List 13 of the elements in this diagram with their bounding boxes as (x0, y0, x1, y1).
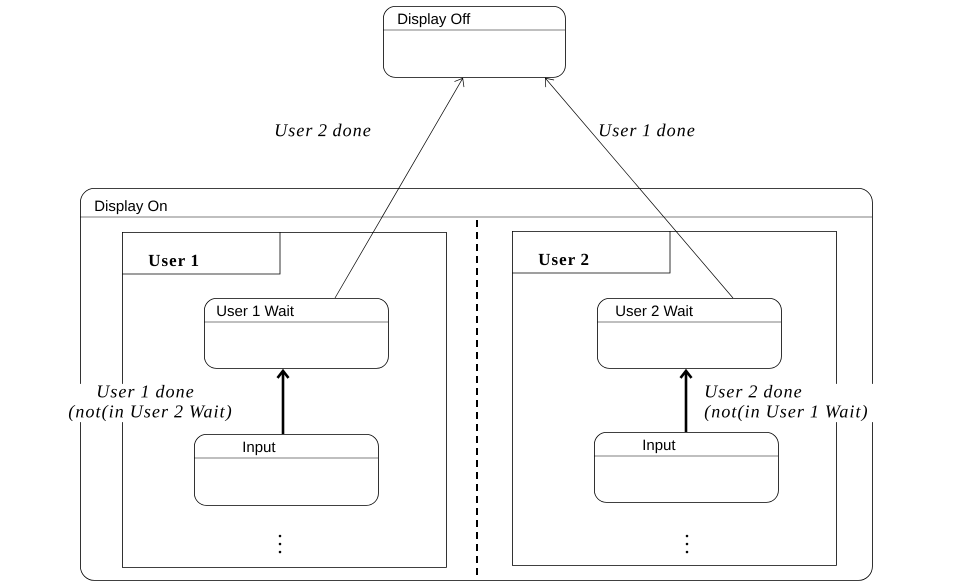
edge-label: User 2 done (not(in User 1 Wait) (703, 384, 886, 422)
state-box: User 1 Wait (204, 298, 389, 369)
arrow (276, 368, 290, 434)
state-box: User 2 Wait (596, 298, 782, 369)
edge-label: User 1 done (not(in User 2 Wait) (59, 384, 241, 422)
state-box: Display Off (382, 6, 566, 78)
arrow (334, 78, 464, 298)
state-box: Input (194, 434, 379, 506)
edge-label: User 2 done (273, 122, 372, 138)
arrow (679, 368, 693, 432)
edge-label: User 1 done (597, 122, 696, 138)
state-box: Input (594, 432, 779, 503)
arrow (545, 78, 734, 298)
